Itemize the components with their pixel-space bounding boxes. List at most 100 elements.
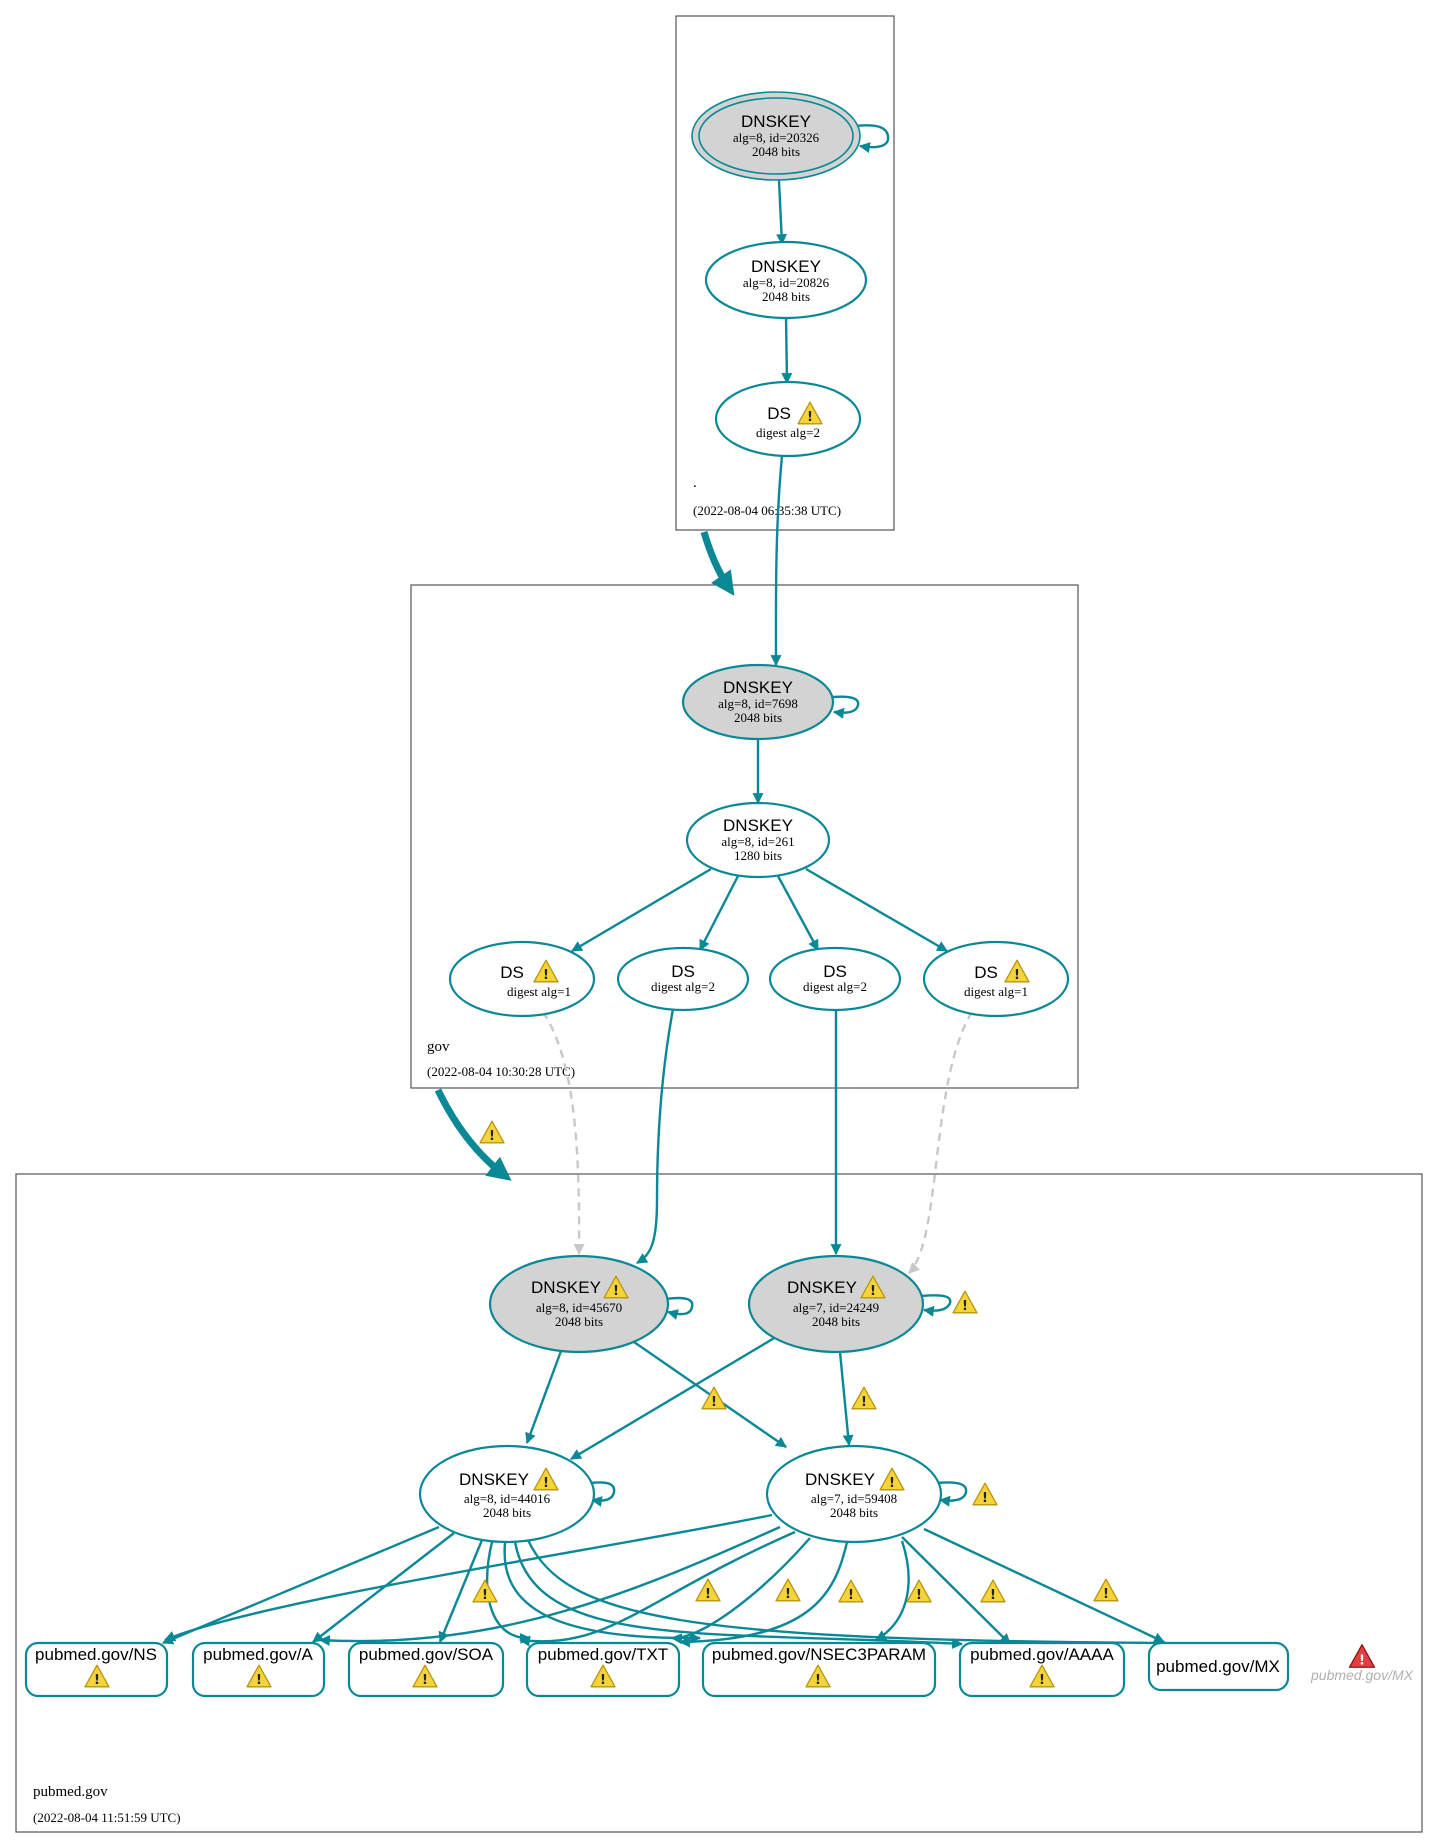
pubmed-zsk-alg7-line2: 2048 bits: [830, 1505, 878, 1520]
root-ds-node[interactable]: DS digest alg=2: [714, 380, 862, 458]
warning-icon: !: [479, 1120, 505, 1144]
warning-icon: !: [1004, 959, 1030, 983]
svg-text:!: !: [1014, 968, 1020, 983]
pubmed-zsk-alg8-line2: 2048 bits: [483, 1505, 531, 1520]
warning-icon: !: [851, 1386, 877, 1410]
root-ksk-title: DNSKEY: [741, 112, 811, 131]
warning-icon: !: [590, 1664, 616, 1688]
warning-icon: !: [246, 1664, 272, 1688]
gov-ds-1-title: DS: [500, 963, 524, 982]
pubmed-zsk-alg7-title: DNSKEY: [805, 1470, 875, 1489]
rrset-txt-label: pubmed.gov/TXT: [538, 1645, 668, 1664]
delegation-gov-pubmed: [434, 1088, 512, 1181]
gov-ds-2-title: DS: [671, 962, 695, 981]
pubmed-zsk-alg7-node[interactable]: DNSKEY alg=7, id=59408 2048 bits: [765, 1444, 943, 1544]
rrset-a-label: pubmed.gov/A: [203, 1645, 313, 1664]
gov-zsk-line2: 1280 bits: [734, 848, 782, 863]
pubmed-zsk-alg8-line1: alg=8, id=44016: [464, 1491, 551, 1506]
pubmed-ksk-alg8-line1: alg=8, id=45670: [536, 1300, 622, 1315]
root-zsk-line2: 2048 bits: [762, 289, 810, 304]
warning-icon: !: [1029, 1664, 1055, 1688]
zone-pubmed-timestamp: (2022-08-04 11:51:59 UTC): [33, 1810, 181, 1825]
warning-icon: !: [1093, 1578, 1119, 1602]
warning-icon: !: [775, 1578, 801, 1602]
zone-gov-name: gov: [427, 1039, 450, 1055]
gov-ds-4-title: DS: [974, 963, 998, 982]
warning-icon: !: [701, 1386, 727, 1410]
gov-zsk-line1: alg=8, id=261: [721, 834, 794, 849]
edges-pubmed: [161, 1294, 1168, 1649]
svg-text:!: !: [848, 1588, 854, 1603]
warning-icon: !: [603, 1275, 629, 1299]
root-zsk-line1: alg=8, id=20826: [743, 275, 830, 290]
pubmed-zsk-alg8-title: DNSKEY: [459, 1470, 529, 1489]
svg-text:!: !: [861, 1395, 867, 1410]
gov-zsk-node[interactable]: DNSKEY alg=8, id=261 1280 bits: [685, 801, 831, 879]
warning-icon: !: [860, 1275, 886, 1299]
pubmed-ksk-alg7-title: DNSKEY: [787, 1278, 857, 1297]
pubmed-ksk-alg7-node[interactable]: DNSKEY alg=7, id=24249 2048 bits: [747, 1254, 925, 1354]
warning-icon: !: [533, 1467, 559, 1491]
warning-icon: !: [472, 1579, 498, 1603]
svg-text:!: !: [711, 1395, 717, 1410]
svg-text:!: !: [489, 1129, 495, 1144]
gov-ds-2-node[interactable]: DS digest alg=2: [616, 946, 750, 1012]
gov-ds-3-node[interactable]: DS digest alg=2: [768, 946, 902, 1012]
svg-text:!: !: [785, 1587, 791, 1602]
svg-text:!: !: [1359, 1653, 1365, 1668]
svg-text:!: !: [1039, 1673, 1045, 1688]
root-ksk-line2: 2048 bits: [752, 144, 800, 159]
gov-ksk-line2: 2048 bits: [734, 710, 782, 725]
root-zsk-node[interactable]: DNSKEY alg=8, id=20826 2048 bits: [704, 240, 868, 320]
zone-root-name: .: [693, 475, 697, 491]
gov-ds-3-line1: digest alg=2: [803, 979, 867, 994]
rrset-mx-label: pubmed.gov/MX: [1156, 1657, 1280, 1676]
gov-ds-3-title: DS: [823, 962, 847, 981]
svg-text:!: !: [1103, 1587, 1109, 1602]
pubmed-ksk-alg8-node[interactable]: DNSKEY alg=8, id=45670 2048 bits: [488, 1254, 670, 1354]
gov-ksk-node[interactable]: DNSKEY alg=8, id=7698 2048 bits: [681, 663, 835, 741]
svg-text:!: !: [600, 1673, 606, 1688]
warning-icon: !: [879, 1467, 905, 1491]
svg-text:!: !: [916, 1588, 922, 1603]
svg-text:!: !: [613, 1284, 619, 1299]
svg-text:!: !: [815, 1673, 821, 1688]
root-ksk-node[interactable]: DNSKEY alg=8, id=20326 2048 bits: [691, 91, 861, 181]
warning-icon: !: [533, 959, 559, 983]
root-zsk-title: DNSKEY: [751, 257, 821, 276]
zone-root-timestamp: (2022-08-04 06:35:38 UTC): [693, 503, 841, 518]
svg-text:!: !: [543, 1476, 549, 1491]
pubmed-ksk-alg8-line2: 2048 bits: [555, 1314, 603, 1329]
root-ksk-line1: alg=8, id=20326: [733, 130, 820, 145]
zone-pubmed-name: pubmed.gov: [33, 1784, 108, 1800]
pubmed-zsk-alg8-node[interactable]: DNSKEY alg=8, id=44016 2048 bits: [418, 1444, 596, 1544]
warning-icon: !: [797, 401, 823, 425]
warning-icon: !: [412, 1664, 438, 1688]
warning-icon: !: [906, 1579, 932, 1603]
warning-icon: !: [972, 1482, 998, 1506]
gov-ds-1-line1: digest alg=1: [507, 984, 571, 999]
svg-text:!: !: [962, 1299, 968, 1314]
pubmed-ksk-alg7-line1: alg=7, id=24249: [793, 1300, 879, 1315]
rrset-soa-label: pubmed.gov/SOA: [359, 1645, 494, 1664]
svg-text:!: !: [543, 968, 549, 983]
gov-zsk-title: DNSKEY: [723, 816, 793, 835]
rrset-aaaa-label: pubmed.gov/AAAA: [970, 1645, 1114, 1664]
warning-icon: !: [695, 1578, 721, 1602]
svg-text:!: !: [990, 1588, 996, 1603]
root-ds-title: DS: [767, 404, 791, 423]
gov-ds-4-node[interactable]: DS digest alg=1: [922, 940, 1070, 1018]
rrset-ns-label: pubmed.gov/NS: [35, 1645, 157, 1664]
pubmed-zsk-alg7-line1: alg=7, id=59408: [811, 1491, 897, 1506]
zone-pubmed: pubmed.gov (2022-08-04 11:51:59 UTC): [15, 1173, 1423, 1833]
gov-ds-2-line1: digest alg=2: [651, 979, 715, 994]
svg-text:!: !: [482, 1588, 488, 1603]
warning-icon: !: [805, 1664, 831, 1688]
svg-text:!: !: [94, 1673, 100, 1688]
edges-gov: [542, 695, 974, 1274]
warning-icon: !: [952, 1290, 978, 1314]
rrset-mx[interactable]: pubmed.gov/MX: [1147, 1641, 1290, 1692]
rrset-nsec3param-label: pubmed.gov/NSEC3PARAM: [712, 1645, 926, 1664]
gov-ds-1-node[interactable]: DS digest alg=1: [448, 940, 596, 1018]
